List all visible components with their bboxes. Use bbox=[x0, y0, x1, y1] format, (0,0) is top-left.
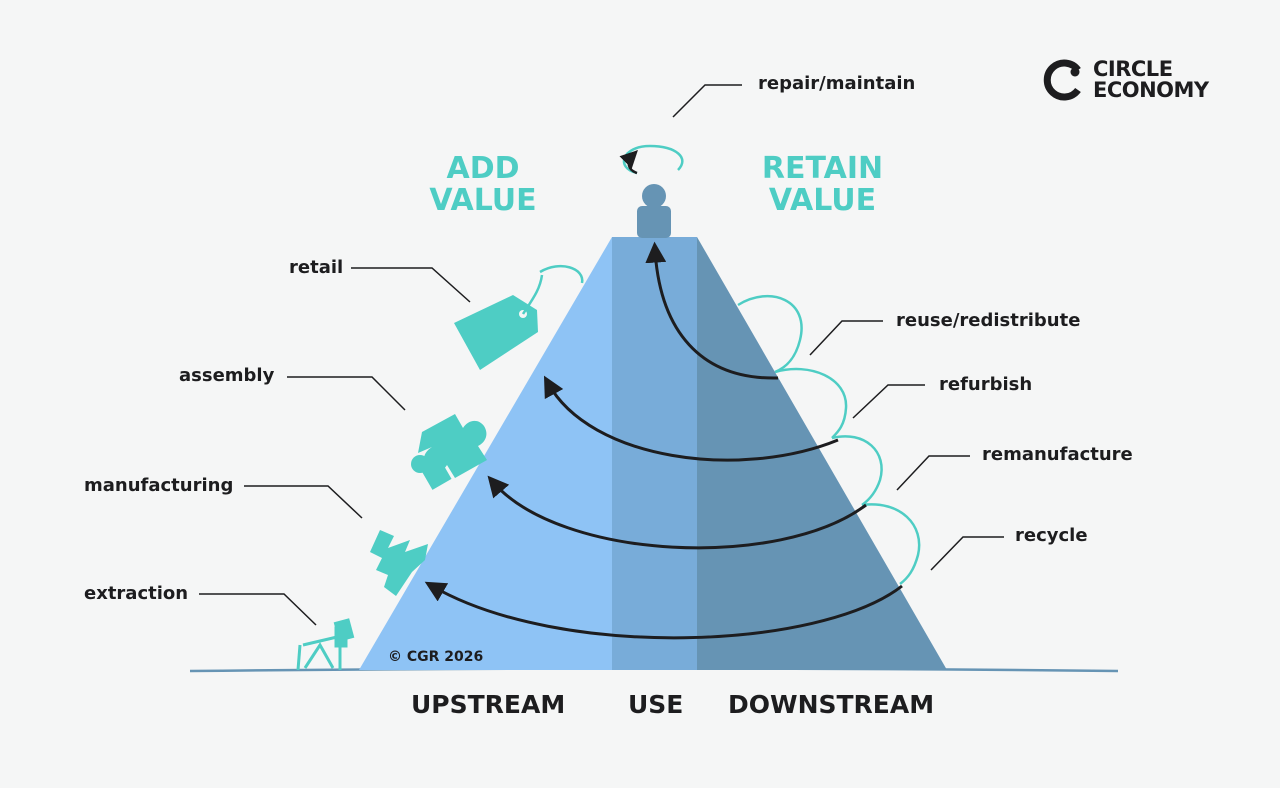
retain-value-line-1: RETAIN bbox=[761, 151, 884, 186]
repair-loop-icon bbox=[619, 144, 684, 175]
add-value-heading: ADD VALUE bbox=[418, 153, 548, 217]
label-recycle: recycle bbox=[1015, 525, 1088, 546]
retain-value-heading: RETAIN VALUE bbox=[750, 153, 895, 217]
factory-icon bbox=[370, 530, 428, 596]
refurbish-arrow bbox=[543, 375, 839, 462]
copyright-text: © CGR 2026 bbox=[388, 649, 484, 665]
add-value-line-2: VALUE bbox=[429, 183, 537, 218]
use-section bbox=[612, 237, 697, 670]
upstream-label: UPSTREAM bbox=[411, 690, 566, 719]
recycle-arrow bbox=[424, 581, 903, 640]
label-refurbish: refurbish bbox=[939, 374, 1033, 395]
label-remanufacture: remanufacture bbox=[982, 444, 1133, 465]
label-extraction: extraction bbox=[84, 583, 189, 604]
circular-arrows bbox=[424, 241, 903, 640]
label-assembly: assembly bbox=[179, 365, 275, 386]
add-value-line-1: ADD bbox=[446, 151, 520, 186]
downstream-section bbox=[697, 237, 947, 670]
repair-reuse-arrow bbox=[645, 241, 779, 380]
leader-lines bbox=[199, 84, 1004, 626]
remanufacture-arrow bbox=[487, 475, 867, 550]
retain-value-line-2: VALUE bbox=[768, 183, 877, 218]
label-reuse-redistribute: reuse/redistribute bbox=[896, 310, 1081, 331]
puzzle-piece-icon bbox=[411, 414, 487, 490]
logo-line-2: ECONOMY bbox=[1093, 78, 1209, 102]
logo-text: CIRCLE ECONOMY bbox=[1093, 59, 1209, 101]
upstream-section bbox=[359, 237, 612, 670]
label-retail: retail bbox=[289, 257, 344, 278]
label-manufacturing: manufacturing bbox=[84, 475, 234, 496]
oil-pump-icon bbox=[296, 618, 355, 671]
person-icon bbox=[637, 184, 671, 238]
downstream-label: DOWNSTREAM bbox=[728, 690, 935, 719]
logo-line-1: CIRCLE bbox=[1093, 57, 1173, 81]
circle-economy-logo-icon bbox=[1043, 59, 1081, 101]
label-repair-maintain: repair/maintain bbox=[758, 73, 916, 94]
use-label: USE bbox=[628, 690, 684, 719]
loop-bumps bbox=[737, 295, 921, 585]
price-tag-icon bbox=[454, 264, 584, 370]
